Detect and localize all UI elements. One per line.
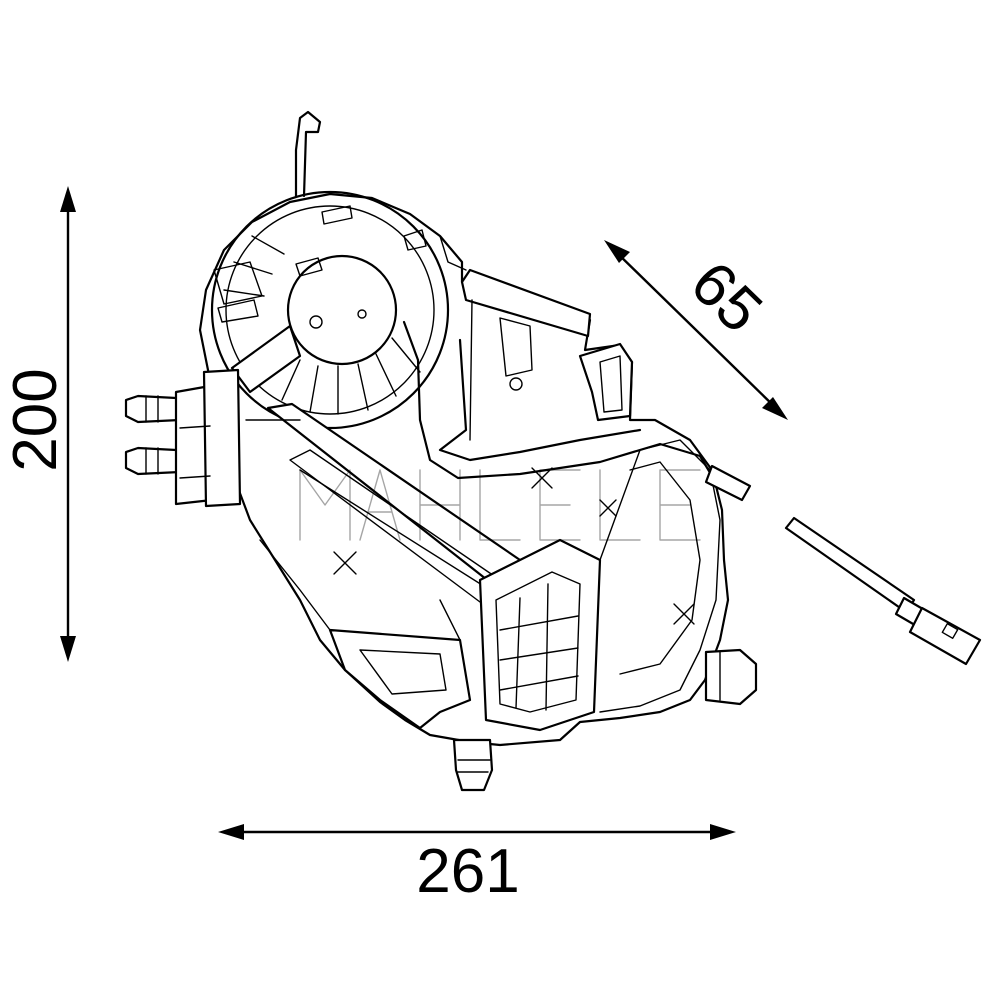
screw-marks (333, 467, 695, 625)
height-dimension-label: 200 (1, 368, 70, 471)
depth-arrow-bottom (762, 397, 788, 420)
drain-outlet (452, 738, 494, 792)
top-clip (321, 205, 353, 225)
blower-bracket (213, 261, 263, 305)
right-casing (578, 342, 634, 422)
sensor-wire (402, 320, 714, 480)
height-arrow-bottom (60, 636, 76, 662)
right-pipe-stub (704, 464, 752, 502)
lower-pipe-connector (124, 446, 182, 476)
control-lever (294, 110, 322, 198)
blower-inner-ring (225, 205, 435, 415)
width-dimension: 261 (218, 824, 736, 906)
blower-hub-dot (357, 309, 367, 319)
width-arrow-right (710, 824, 736, 840)
bottom-housing (328, 628, 472, 730)
pipe-flange (202, 368, 242, 508)
watermark-lines (299, 469, 701, 541)
temperature-sensor-probe (784, 516, 982, 666)
height-arrow-top (60, 186, 76, 212)
right-outlet (704, 648, 758, 706)
depth-arrow-top (604, 240, 630, 263)
blower-outer-ring (210, 190, 450, 430)
motor-cover (230, 324, 302, 394)
evaporator-block (478, 538, 602, 732)
depth-dimension-line (613, 249, 779, 411)
blower-motor (210, 190, 450, 430)
sensor-probe-rod (784, 516, 916, 614)
width-dimension-label: 261 (416, 837, 519, 906)
hvac-unit-drawing (124, 110, 982, 792)
heater-pipes (124, 368, 242, 508)
blower-hub (286, 254, 398, 366)
depth-dimension-label: 65 (677, 248, 775, 346)
actuator-housing (499, 317, 533, 377)
housing-divider (438, 338, 642, 462)
blower-hub-bolt (309, 315, 323, 329)
width-arrow-left (218, 824, 244, 840)
height-dimension: 200 (1, 186, 76, 662)
upper-pipe-connector (124, 394, 182, 424)
sensor-probe-plug (908, 606, 982, 666)
upper-duct (460, 268, 592, 338)
